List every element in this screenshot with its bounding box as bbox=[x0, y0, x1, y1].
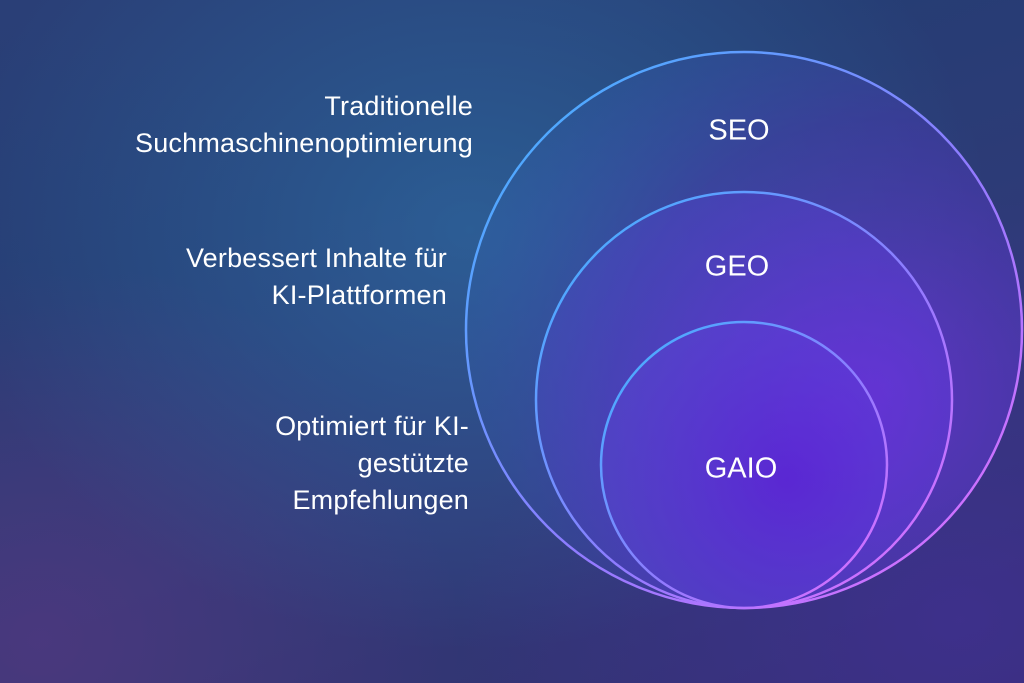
description-gaio: Optimiert für KI- gestützte Empfehlungen bbox=[275, 411, 469, 515]
description-seo: Traditionelle Suchmaschinenoptimierung bbox=[135, 91, 473, 158]
description-geo: Verbessert Inhalte für KI-Plattformen bbox=[185, 243, 447, 310]
circle-gaio bbox=[599, 320, 889, 610]
label-gaio: GAIO bbox=[705, 453, 778, 485]
label-geo: GEO bbox=[705, 251, 769, 283]
label-seo: SEO bbox=[708, 115, 769, 147]
